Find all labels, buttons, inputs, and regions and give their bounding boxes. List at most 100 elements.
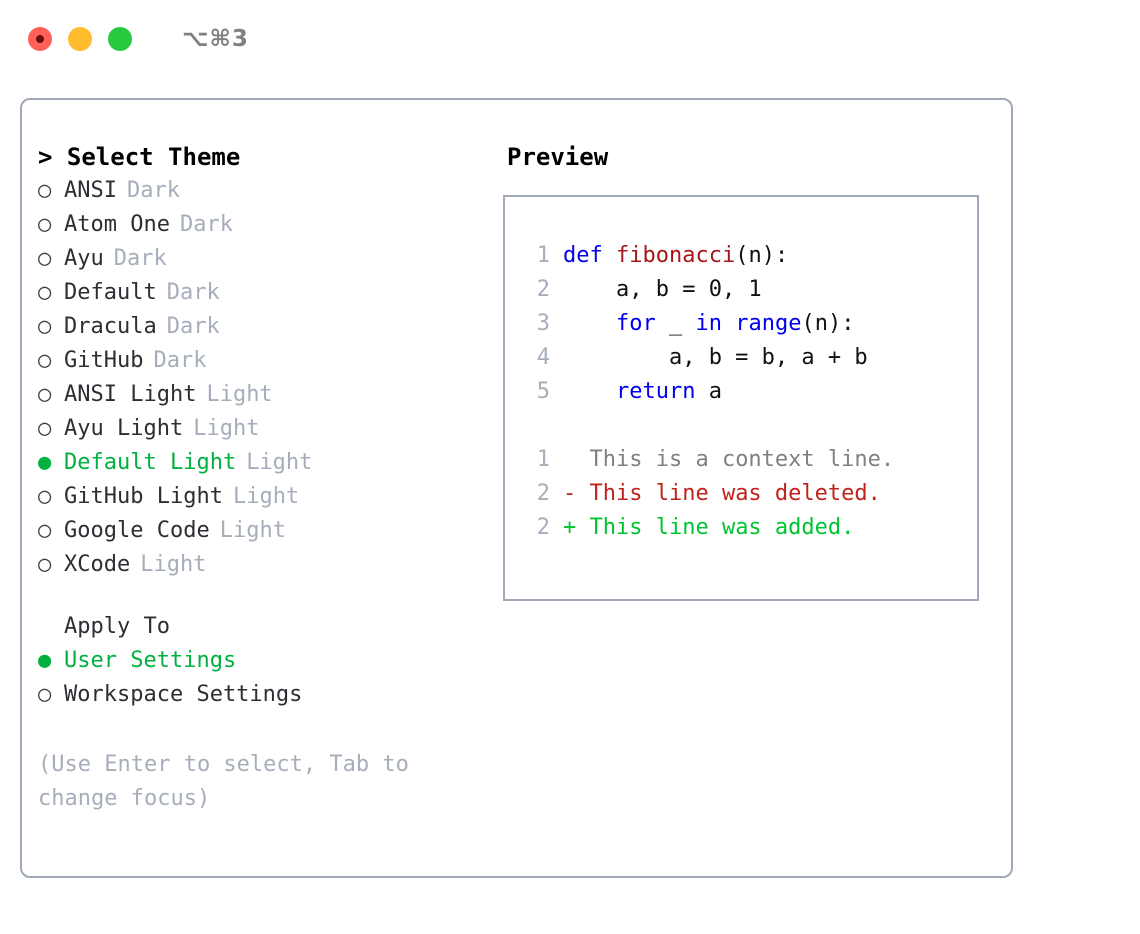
theme-option-category: Light (232, 484, 300, 509)
diff-text: This is a context line. (563, 443, 894, 477)
maximize-window-button[interactable] (108, 27, 132, 51)
theme-option-label: Google Code (64, 518, 210, 543)
theme-option-label: Ayu Light (64, 416, 184, 441)
theme-option-category: Dark (113, 246, 167, 271)
line-number: 4 (536, 345, 550, 370)
minimize-window-button[interactable] (68, 27, 92, 51)
radio-unselected-icon: ○ (38, 246, 52, 271)
theme-option-category: Dark (179, 212, 233, 237)
theme-option-label: Default Light (64, 450, 237, 475)
apply-to-option-user-settings[interactable]: ● User Settings (38, 644, 498, 678)
code-token-plain: a, b = 0, 1 (563, 277, 762, 302)
theme-option-category: Dark (166, 280, 220, 305)
line-number: 2 (536, 481, 550, 506)
theme-option-category: Light (219, 518, 286, 543)
line-number: 2 (536, 515, 550, 540)
theme-option-ayu-light[interactable]: ○ Ayu Light Light (38, 412, 498, 446)
code-line: 2 a, b = 0, 1 (521, 273, 977, 307)
theme-option-category: Dark (153, 348, 207, 373)
spacer (521, 409, 977, 443)
theme-option-label: Ayu (64, 246, 104, 271)
code-token-kw: in (695, 311, 722, 336)
radio-unselected-icon: ○ (38, 682, 52, 707)
code-token-kw: for (615, 311, 656, 336)
apply-to-list[interactable]: ● User Settings ○ Workspace Settings (38, 644, 498, 712)
code-line: 4 a, b = b, a + b (521, 341, 977, 375)
theme-option-label: Atom One (64, 212, 170, 237)
code-text: a, b = 0, 1 (563, 273, 762, 307)
theme-option-label: Dracula (64, 314, 157, 339)
apply-to-option-workspace-settings[interactable]: ○ Workspace Settings (38, 678, 498, 712)
radio-unselected-icon: ○ (38, 348, 52, 373)
radio-unselected-icon: ○ (38, 314, 52, 339)
line-number: 3 (536, 311, 550, 336)
diff-line-context: 1 This is a context line. (521, 443, 977, 477)
theme-option-category: Dark (126, 178, 180, 203)
apply-to-option-label: User Settings (64, 648, 237, 673)
code-text: for _ in range(n): (563, 307, 854, 341)
theme-option-category: Light (140, 552, 207, 577)
radio-unselected-icon: ○ (38, 552, 52, 577)
code-text: a, b = b, a + b (563, 341, 868, 375)
line-number: 2 (536, 277, 550, 302)
spacer (38, 582, 498, 610)
radio-unselected-icon: ○ (38, 212, 52, 237)
preview-heading: Preview (507, 143, 609, 171)
diff-content: This line was deleted. (576, 481, 881, 506)
line-number: 5 (536, 379, 550, 404)
radio-unselected-icon: ○ (38, 178, 52, 203)
code-text: def fibonacci(n): (563, 239, 788, 273)
apply-to-heading: Apply To (64, 614, 170, 639)
theme-option-label: ANSI Light (64, 382, 197, 407)
theme-option-category: Light (246, 450, 313, 475)
radio-unselected-icon: ○ (38, 382, 52, 407)
keyboard-shortcut-label: ⌥⌘3 (182, 26, 249, 52)
code-token-kw: range (735, 311, 802, 336)
radio-selected-icon: ● (38, 450, 52, 475)
code-token-plain: a, b = b, a + b (563, 345, 868, 370)
radio-unselected-icon: ○ (38, 280, 52, 305)
apply-to-option-label: Workspace Settings (64, 682, 303, 707)
theme-option-atom-one[interactable]: ○ Atom One Dark (38, 208, 498, 242)
titlebar: ⌥⌘3 (0, 0, 1140, 78)
theme-option-default-light[interactable]: ● Default Light Light (38, 446, 498, 480)
theme-option-ayu[interactable]: ○ Ayu Dark (38, 242, 498, 276)
code-token-plain (563, 311, 616, 336)
theme-option-default[interactable]: ○ Default Dark (38, 276, 498, 310)
theme-option-label: ANSI (64, 178, 117, 203)
line-number: 1 (536, 447, 550, 472)
theme-option-label: Default (64, 280, 157, 305)
code-token-plain (722, 311, 735, 336)
radio-unselected-icon: ○ (38, 484, 52, 509)
theme-option-category: Light (193, 416, 260, 441)
theme-option-ansi[interactable]: ○ ANSI Dark (38, 174, 498, 208)
radio-selected-icon: ● (38, 648, 52, 673)
code-token-plain: (n): (735, 243, 789, 268)
code-token-plain: (n): (801, 311, 855, 336)
diff-marker (563, 447, 576, 472)
window-controls (28, 27, 132, 51)
diff-content: This is a context line. (576, 447, 895, 472)
theme-option-category: Light (206, 382, 273, 407)
code-token-plain (563, 379, 616, 404)
code-token-fn: fibonacci (615, 243, 736, 268)
select-theme-heading: > Select Theme (38, 143, 241, 171)
diff-content: This line was added. (576, 515, 855, 540)
radio-unselected-icon: ○ (38, 416, 52, 441)
diff-marker: + (563, 515, 577, 540)
theme-option-ansi-light[interactable]: ○ ANSI Light Light (38, 378, 498, 412)
close-window-button[interactable] (28, 27, 52, 51)
spacer (38, 712, 498, 748)
code-token-plain: _ (655, 311, 696, 336)
diff-line-deleted: 2- This line was deleted. (521, 477, 977, 511)
